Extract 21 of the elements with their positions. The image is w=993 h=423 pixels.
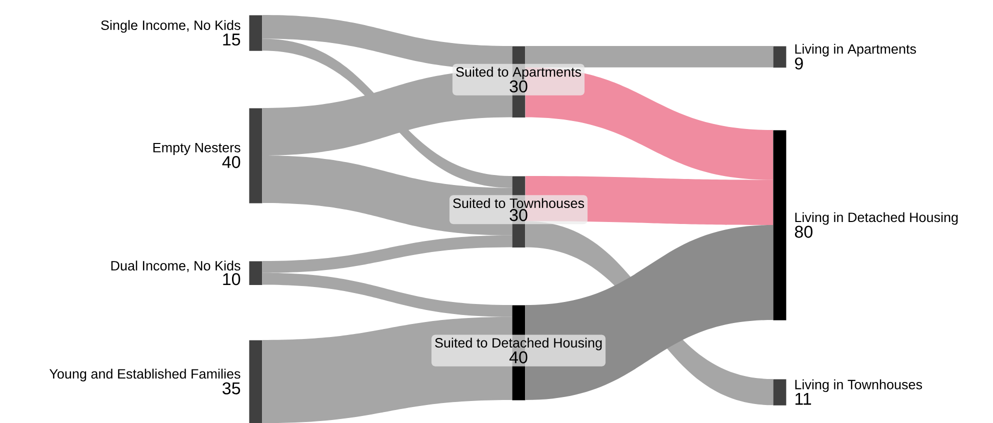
node-bar (249, 340, 262, 423)
node-bar (773, 130, 786, 320)
node-bar (249, 15, 262, 51)
flow-ribbon (262, 272, 512, 317)
node-label: Young and Established Families 35 (49, 368, 240, 394)
node-bar (773, 46, 786, 68)
node-label: Living in Apartments 9 (795, 44, 916, 70)
node-label: Living in Townhouses 11 (795, 379, 922, 405)
node-bar (249, 108, 262, 204)
flow-ribbon (262, 235, 512, 273)
flow-ribbon (525, 46, 773, 68)
node-label: Empty Nesters 40 (153, 142, 240, 168)
node-label: Single Income, No Kids 15 (101, 20, 240, 46)
node-label: Dual Income, No Kids 10 (111, 260, 240, 286)
node-bar (773, 379, 786, 406)
node-label: Suited to Townhouses 30 (449, 195, 588, 224)
flow-ribbon (262, 15, 512, 70)
node-bar (249, 261, 262, 285)
node-label: Living in Detached Housing 80 (794, 212, 958, 238)
node-label: Suited to Apartments 30 (452, 64, 585, 96)
node-label: Suited to Detached Housing 40 (431, 334, 606, 366)
